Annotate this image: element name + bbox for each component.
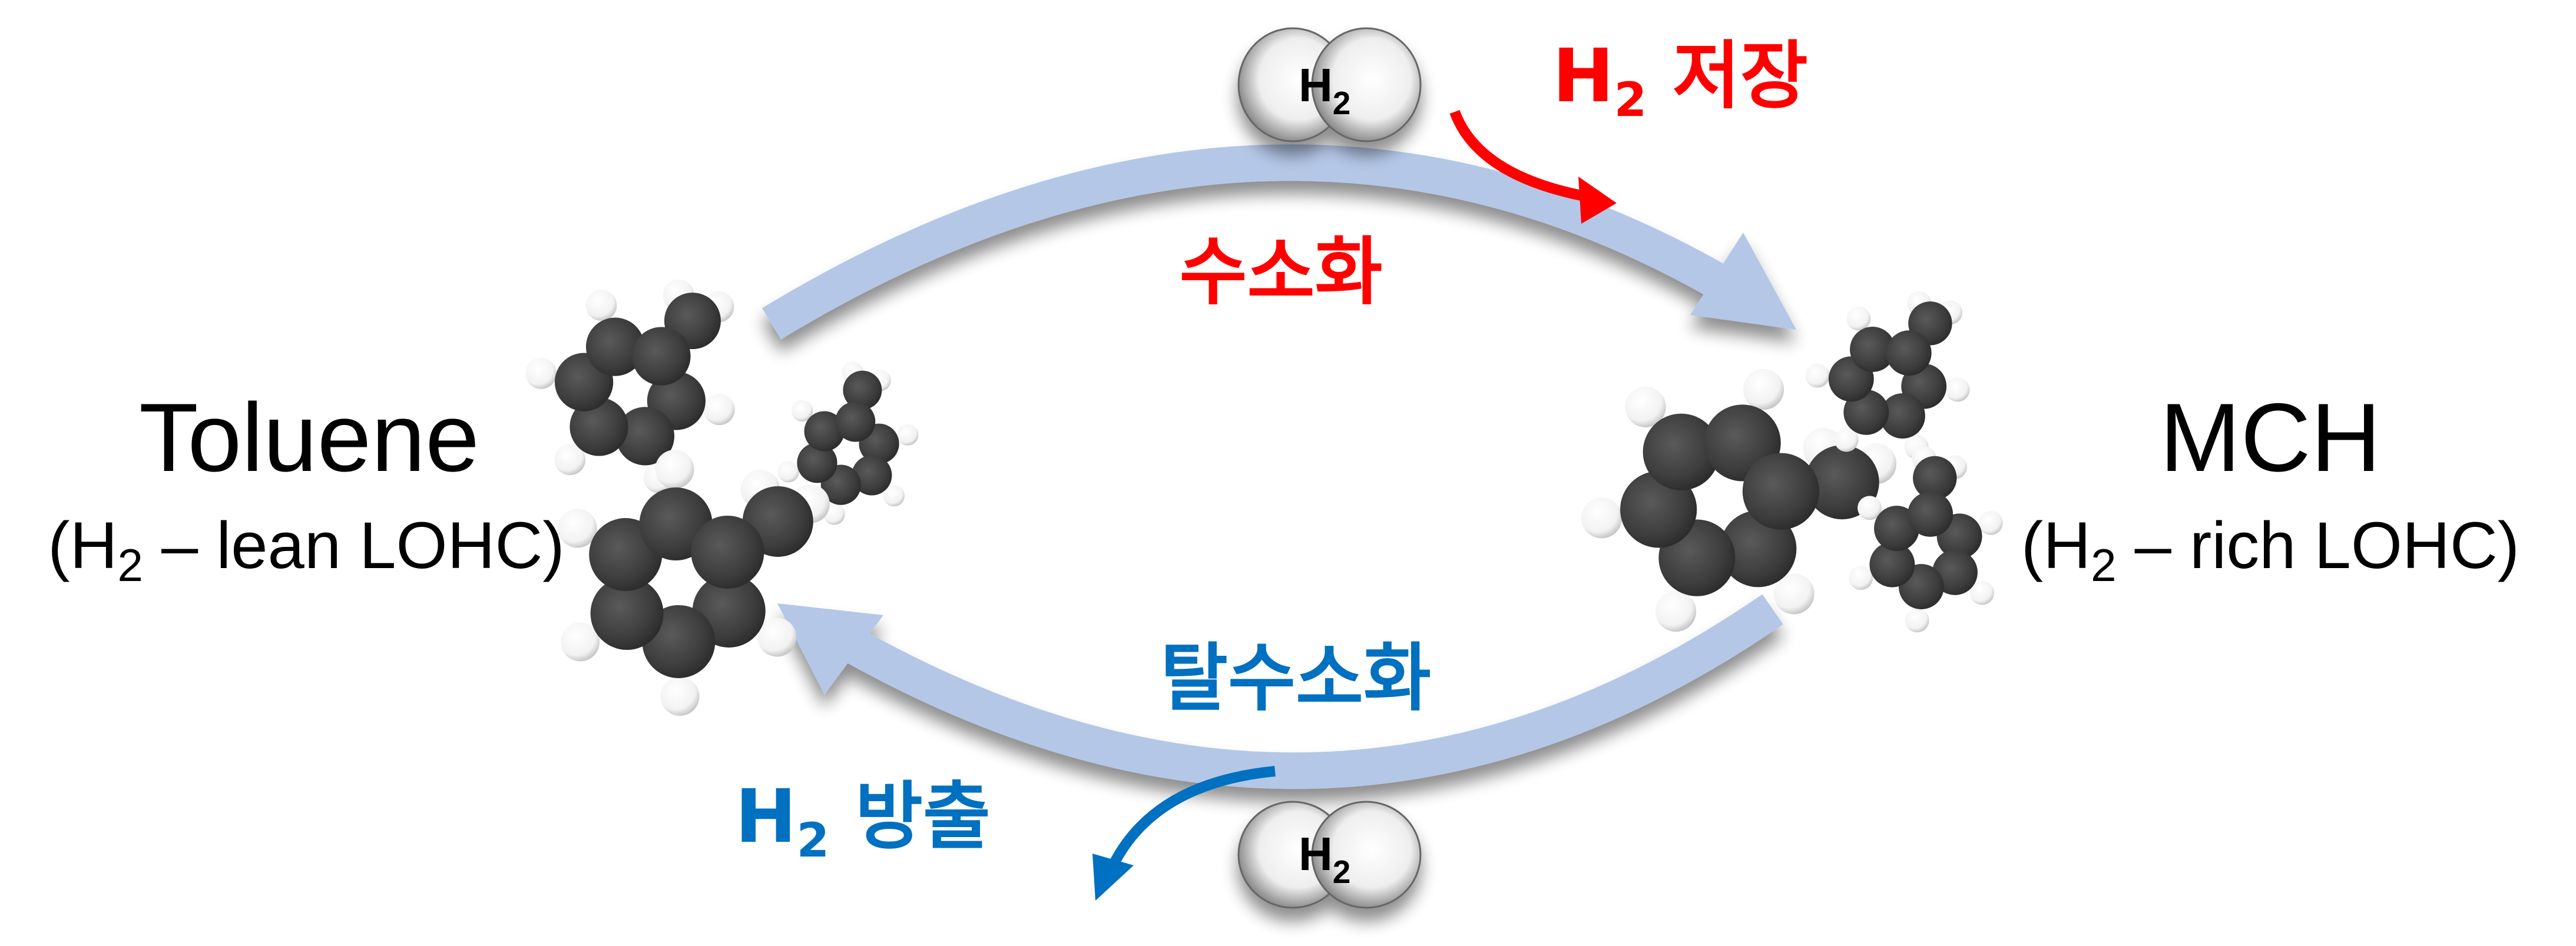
toluene-molecules <box>525 279 919 716</box>
h2-molecule-bottom <box>1237 801 1422 909</box>
mch-molecules <box>1581 291 2003 633</box>
toluene-label: Toluene <box>139 383 479 492</box>
hydrogen-atom <box>703 394 735 426</box>
carbon-atom <box>852 455 892 496</box>
h2-release-label: H2 방출 <box>735 774 991 868</box>
dehydrogenation-arrow <box>777 594 1783 789</box>
hydrogen-atom <box>525 357 557 389</box>
h2-storage-label: H2 저장 <box>1552 34 1808 127</box>
molecule <box>1581 369 1897 632</box>
hydrogen-atom <box>1849 566 1873 590</box>
hydrogen-atom <box>558 509 597 548</box>
hydrogen-atom <box>897 424 919 446</box>
h2-bottom-label: H2 <box>1299 828 1350 890</box>
carbon-atom <box>1886 330 1932 376</box>
carbon-atom <box>797 443 837 483</box>
dehydrogenation-label: 탈수소화 <box>1160 636 1431 721</box>
hydrogen-atom <box>655 450 694 489</box>
hydrogen-atom <box>757 618 797 657</box>
hydrogen-atom <box>1978 510 2003 535</box>
molecule <box>1849 446 2003 633</box>
hydrogen-atom <box>1805 363 1830 388</box>
hydrogen-atom <box>1834 427 1859 452</box>
carbon-atom <box>1908 492 1953 537</box>
hydrogen-atom <box>561 622 600 662</box>
carbon-atom <box>1913 456 1957 500</box>
carbon-atom <box>691 515 764 589</box>
hydrogen-atom <box>791 400 813 422</box>
carbon-atom <box>1869 542 1915 587</box>
carbon-atom <box>843 370 882 410</box>
carbon-atom <box>1643 413 1720 490</box>
molecule <box>777 361 919 525</box>
hydrogen-atom <box>1857 496 1882 520</box>
hydrogen-atom <box>1945 377 1970 402</box>
release-arrow <box>1092 766 1276 901</box>
hydrogen-atom <box>1905 608 1929 633</box>
h2-top-label: H2 <box>1299 59 1350 121</box>
molecule <box>558 450 830 716</box>
hydrogen-atom <box>554 444 586 476</box>
carbon-atom <box>1880 393 1925 439</box>
carbon-atom <box>632 327 691 386</box>
mch-label: MCH <box>2160 383 2381 492</box>
molecule <box>525 279 735 493</box>
carbon-atom <box>590 577 664 650</box>
hydrogen-atom <box>1773 573 1815 615</box>
carbon-atom <box>835 401 876 442</box>
hydrogen-atom <box>585 290 617 321</box>
molecule <box>1805 291 1970 459</box>
hydrogen-atom <box>660 676 700 716</box>
hydrogen-atom <box>1581 497 1623 539</box>
carbon-atom <box>569 397 628 456</box>
hydrogen-atom <box>1846 306 1871 331</box>
hydrogen-atom <box>883 484 905 507</box>
carbon-atom <box>1742 453 1819 530</box>
h2-molecule-top <box>1237 27 1422 142</box>
carbon-atom <box>804 411 845 452</box>
carbon-atom <box>585 317 645 376</box>
hydrogen-atom <box>777 461 799 483</box>
mch-sublabel: (H2 – rich LOHC) <box>2021 509 2519 591</box>
carbon-atom <box>1720 510 1797 587</box>
hydrogenation-label: 수소화 <box>1180 230 1383 315</box>
carbon-atom <box>1850 327 1895 372</box>
toluene-sublabel: (H2 – lean LOHC) <box>48 509 564 591</box>
carbon-atom <box>615 407 675 466</box>
carbon-atom <box>1620 471 1697 548</box>
hydrogen-atom <box>1970 580 1994 605</box>
hydrogen-atom <box>1625 386 1666 427</box>
hydrogen-atom <box>1743 369 1784 410</box>
hydrogen-atom <box>1655 590 1697 632</box>
storage-arrow <box>1449 109 1617 224</box>
